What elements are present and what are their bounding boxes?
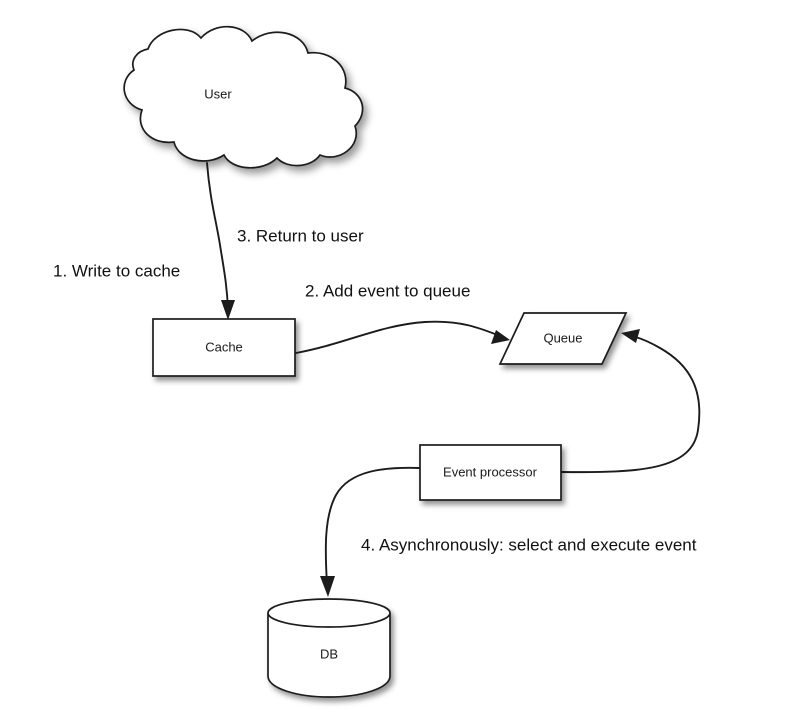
node-cache-label: Cache [205, 339, 243, 354]
edge-processor-to-db [320, 466, 420, 597]
node-user[interactable]: User [123, 25, 364, 169]
node-event-processor-label: Event processor [443, 464, 538, 479]
edge-user-to-cache [206, 162, 235, 320]
node-db[interactable]: DB [267, 598, 391, 698]
edge-cache-to-queue-line [295, 320, 501, 354]
edge-processor-to-queue-line [561, 335, 701, 474]
edge-processor-to-queue [561, 329, 701, 474]
step-label-4: 4. Asynchronously: select and execute ev… [361, 535, 697, 554]
node-cache[interactable]: Cache [152, 318, 296, 377]
edge-processor-to-queue-arrowhead [621, 329, 640, 343]
step-label-3: 3. Return to user [237, 226, 364, 245]
node-user-label: User [204, 86, 232, 101]
cache-shape [152, 318, 296, 377]
node-queue[interactable]: Queue [498, 312, 628, 365]
edge-processor-to-db-arrowhead [320, 576, 335, 597]
edge-user-to-cache-line [206, 162, 229, 311]
cloud-shape [123, 25, 364, 169]
event-processor-shape [419, 444, 562, 501]
queue-shape [498, 312, 628, 365]
edge-processor-to-db-line [324, 466, 420, 586]
step-label-2: 2. Add event to queue [305, 281, 470, 300]
db-top-ellipse [267, 598, 391, 628]
db-body-shape [267, 613, 391, 698]
node-event-processor[interactable]: Event processor [419, 444, 562, 501]
edge-cache-to-queue [295, 320, 510, 354]
edge-cache-to-queue-arrowhead [491, 330, 510, 344]
node-queue-label: Queue [543, 330, 582, 345]
step-label-1: 1. Write to cache [53, 261, 180, 280]
edge-user-to-cache-arrowhead [221, 300, 235, 320]
node-db-label: DB [320, 646, 338, 661]
